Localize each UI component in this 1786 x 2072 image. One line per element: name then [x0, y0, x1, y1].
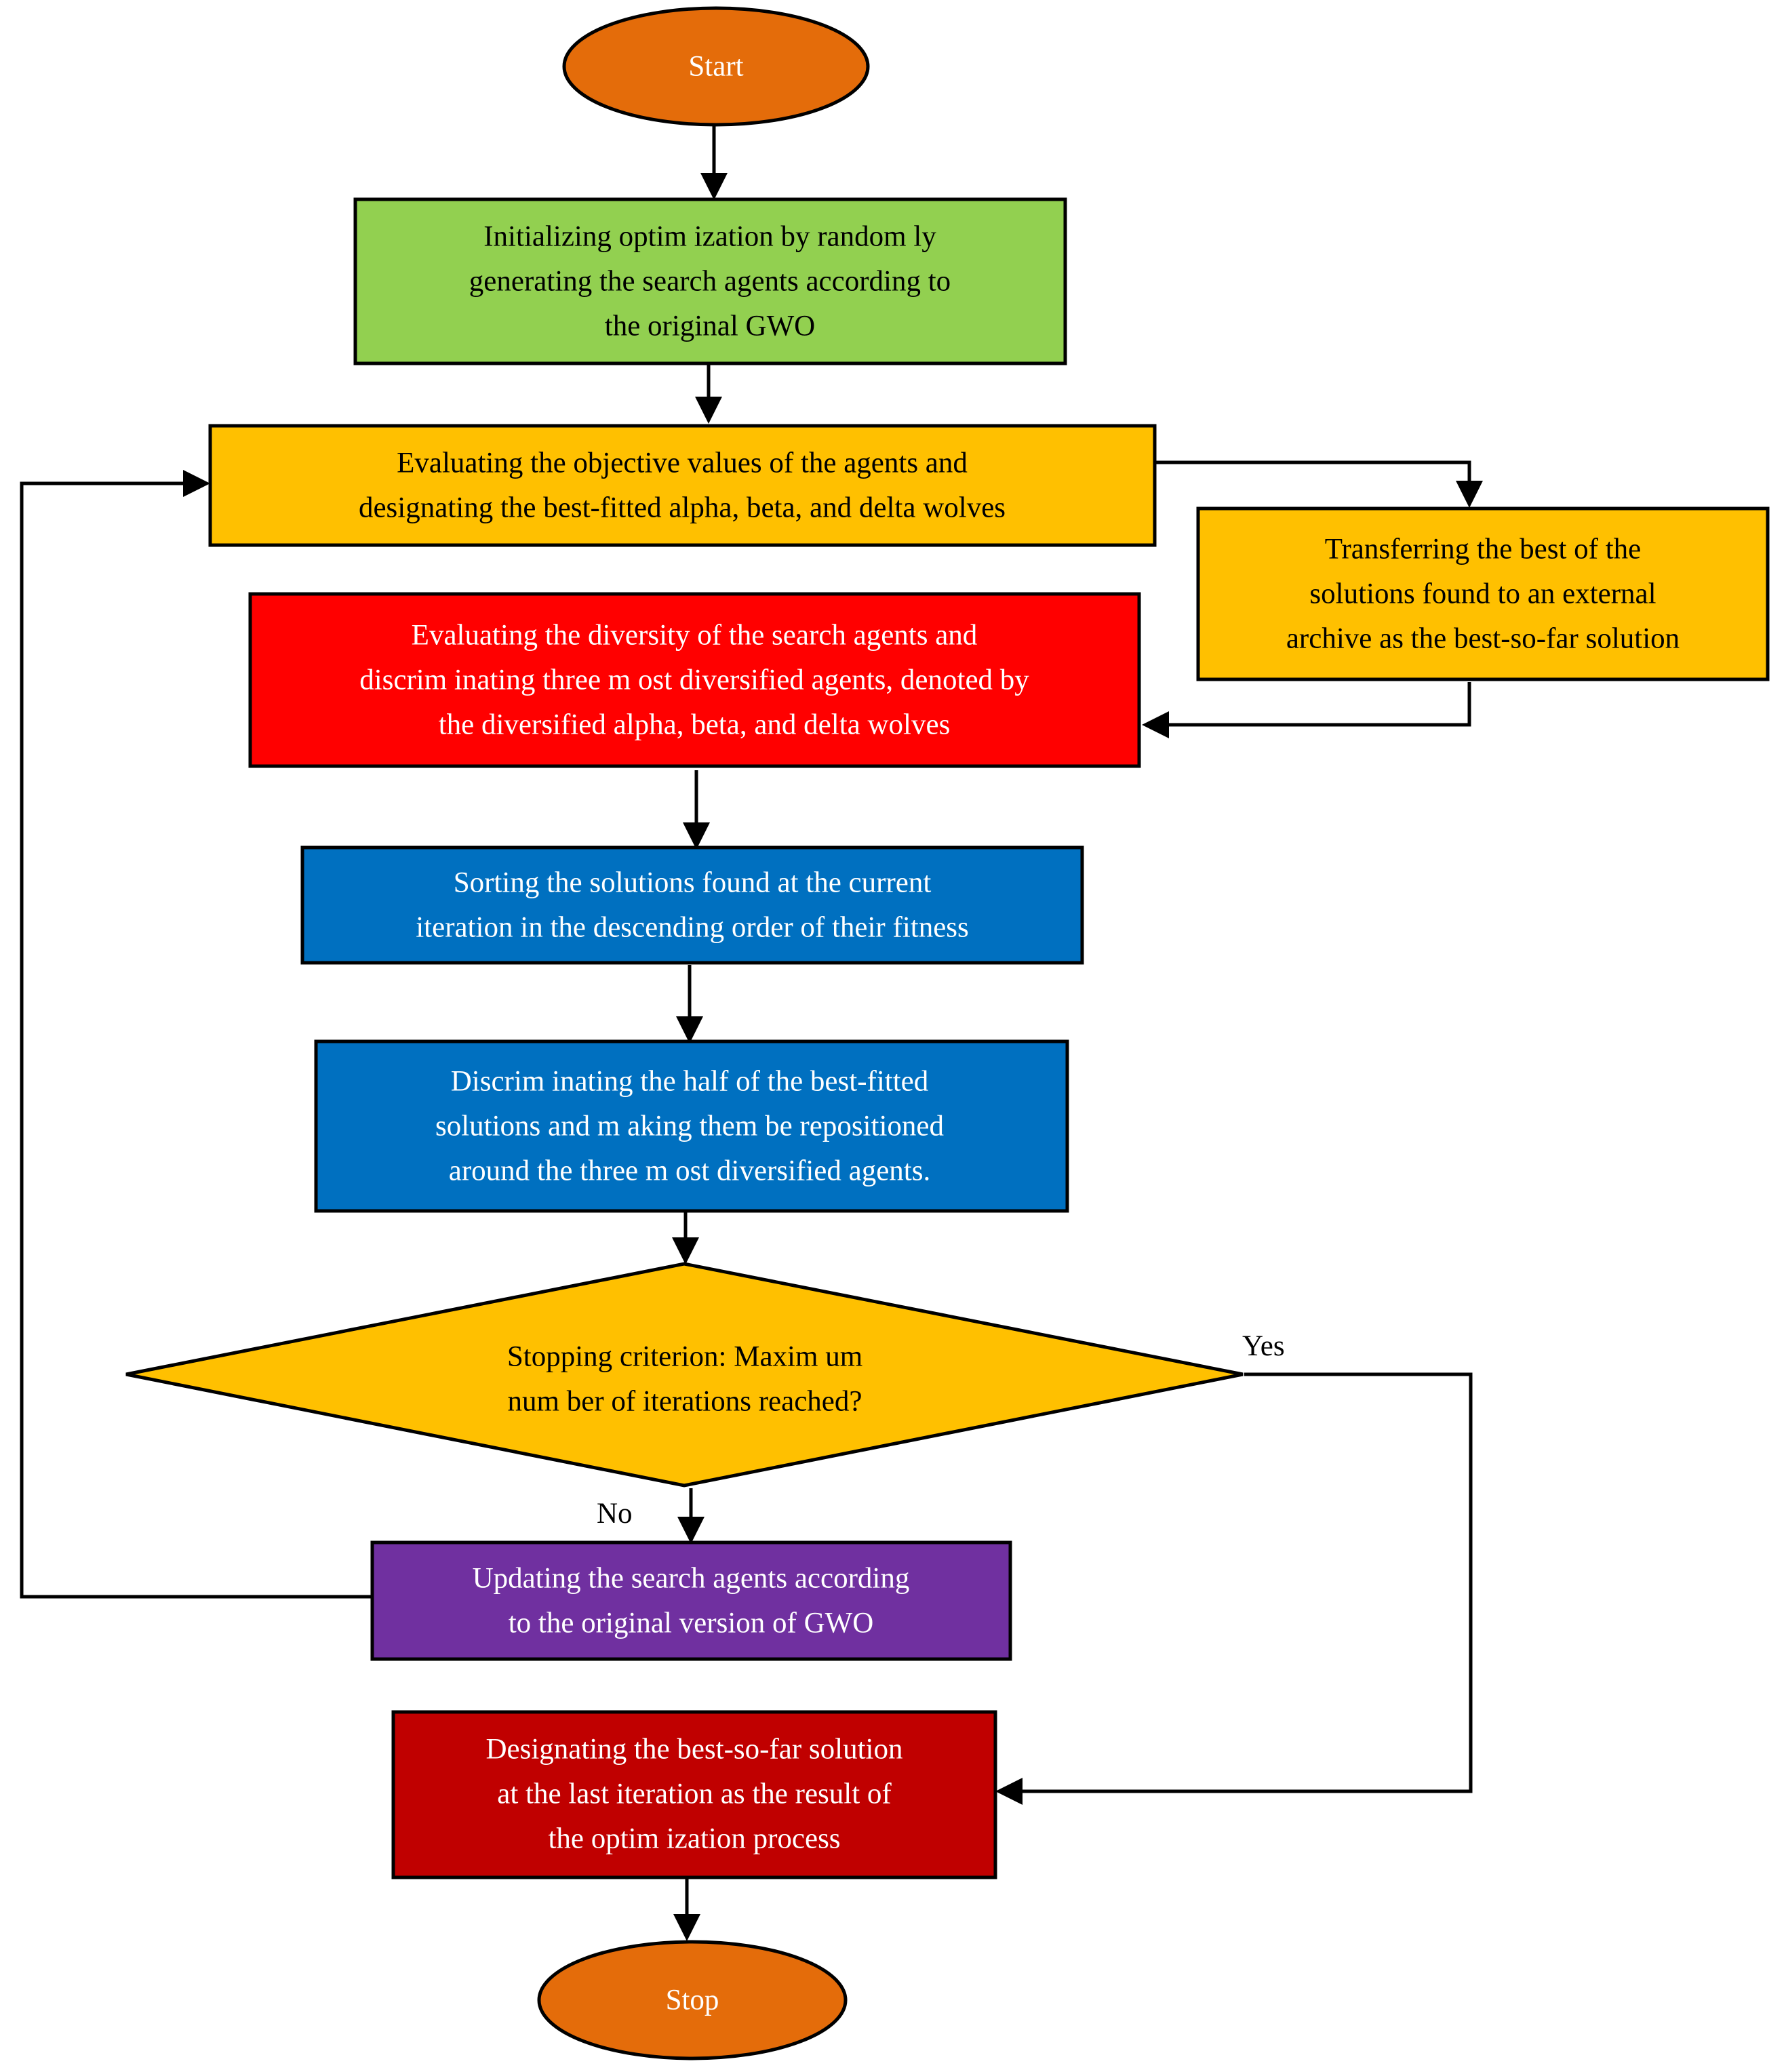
node-text-line: to the original version of GWO: [509, 1608, 874, 1639]
discriminate-node: Discrim inating the half of the best-fit…: [314, 1039, 1069, 1213]
node-text-line: solutions and m aking them be reposition…: [435, 1111, 944, 1142]
node-text-line: Discrim inating the half of the best-fit…: [451, 1066, 929, 1098]
node-text-line: archive as the best-so-far solution: [1286, 623, 1680, 655]
evaluate-text: Evaluating the objective values of the a…: [359, 447, 1006, 524]
node-text-line: Designating the best-so-far solution: [485, 1734, 902, 1766]
init-node: Initializing optim ization by random ly g…: [353, 197, 1067, 365]
edge-evaluate-transfer: [1155, 460, 1483, 508]
update-node: Updating the search agents according to t…: [370, 1540, 1012, 1661]
node-text-line: Evaluating the diversity of the search a…: [412, 620, 978, 652]
transfer-node: Transferring the best of the solutions fo…: [1196, 506, 1770, 681]
start-node: Start: [562, 6, 870, 127]
start-label: Start: [688, 51, 743, 83]
sort-text: Sorting the solutions found at the curre…: [416, 867, 969, 944]
stopping-diamond: [125, 1262, 1244, 1488]
node-text-line: num ber of iterations reached?: [508, 1386, 862, 1418]
node-text-line: designating the best-fitted alpha, beta,…: [359, 492, 1006, 524]
node-text-line: generating the search agents according t…: [469, 266, 951, 298]
diversity-text: Evaluating the diversity of the search a…: [359, 620, 1029, 741]
update-text: Updating the search agents according to t…: [473, 1563, 910, 1639]
discriminate-box: [314, 1039, 1069, 1213]
node-text-line: solutions found to an external: [1309, 578, 1656, 610]
edge-transfer-diversity: [1142, 682, 1471, 738]
diversity-box: [248, 592, 1141, 768]
node-text-line: Initializing optim ization by random ly: [483, 221, 936, 253]
stopping-text: Stopping criterion: Maxim um num ber of i…: [507, 1341, 862, 1418]
transfer-box: [1196, 506, 1770, 681]
node-text-line: the original GWO: [605, 311, 815, 342]
node-text-line: Sorting the solutions found at the curre…: [454, 867, 932, 899]
node-text-line: Evaluating the objective values of the a…: [397, 447, 968, 479]
yes-label: Yes: [1242, 1330, 1285, 1362]
sort-node: Sorting the solutions found at the curre…: [300, 845, 1084, 965]
evaluate-node: Evaluating the objective values of the a…: [208, 424, 1157, 547]
sort-box: [300, 845, 1084, 965]
node-text-line: the optim ization process: [548, 1823, 840, 1855]
node-text-line: Transferring the best of the: [1325, 534, 1642, 565]
start-oval: [562, 6, 870, 127]
connectors: [20, 126, 1483, 1941]
node-text-line: discrim inating three m ost diversified …: [359, 664, 1029, 696]
designate-text: Designating the best-so-far solution at t…: [485, 1734, 902, 1855]
stop-label: Stop: [666, 1985, 719, 2016]
no-label: No: [597, 1498, 633, 1530]
diversity-node: Evaluating the diversity of the search a…: [248, 592, 1141, 768]
node-text-line: Stopping criterion: Maxim um: [507, 1341, 862, 1373]
node-text-line: around the three m ost diversified agent…: [449, 1155, 931, 1187]
node-text-line: iteration in the descending order of the…: [416, 912, 969, 944]
stop-oval: [537, 1940, 848, 2060]
discriminate-text: Discrim inating the half of the best-fit…: [435, 1066, 944, 1187]
node-text-line: at the last iteration as the result of: [497, 1778, 892, 1810]
stopping-node: Stopping criterion: Maxim um num ber of i…: [125, 1262, 1244, 1488]
stop-node: Stop: [537, 1940, 848, 2060]
update-box: [370, 1540, 1012, 1661]
node-text-line: the diversified alpha, beta, and delta w…: [439, 709, 951, 741]
init-text: Initializing optim ization by random ly g…: [469, 221, 951, 342]
transfer-text: Transferring the best of the solutions fo…: [1286, 534, 1680, 655]
designate-node: Designating the best-so-far solution at t…: [391, 1710, 997, 1879]
init-box: [353, 197, 1067, 365]
designate-box: [391, 1710, 997, 1879]
node-text-line: Updating the search agents according: [473, 1563, 910, 1595]
edge-update-evaluate-loop: [20, 470, 372, 1599]
edge-stopping-designate-yes: [995, 1372, 1473, 1805]
evaluate-box: [208, 424, 1157, 547]
